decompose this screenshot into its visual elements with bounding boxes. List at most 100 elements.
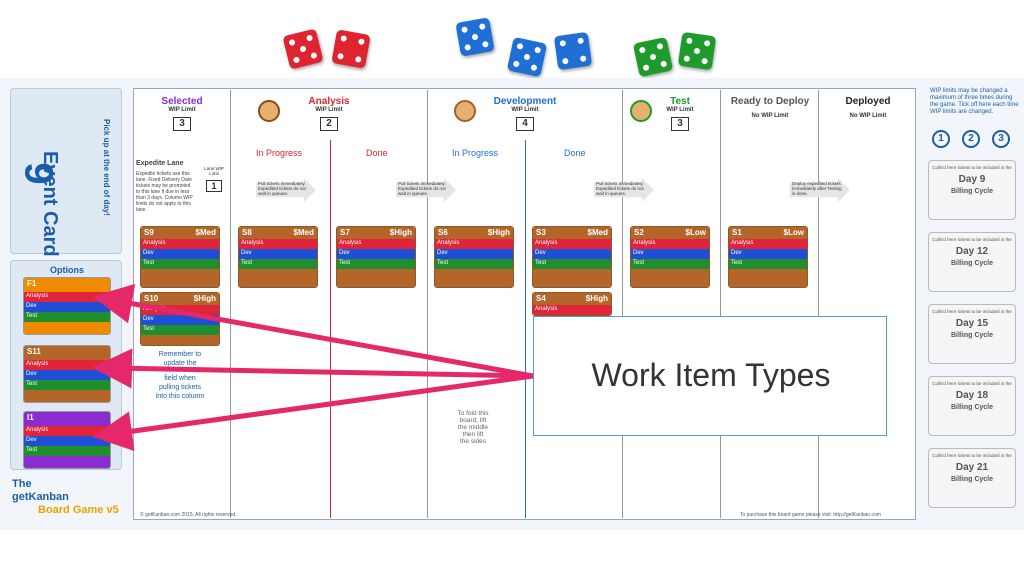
option-card-s11[interactable]: S11 Analysis Dev Test xyxy=(23,345,111,403)
divider-dev-mid xyxy=(525,140,526,518)
row-test: Test xyxy=(533,259,611,269)
collect-text: Collect here tickets to be included in t… xyxy=(932,453,1012,458)
right-panel: WIP limits may be changed a maximum of t… xyxy=(922,88,1022,520)
work-card-s3[interactable]: S3$Med Analysis Dev Test xyxy=(532,226,612,288)
analyst-avatar-icon xyxy=(258,100,280,122)
collect-text: Collect here tickets to be included in t… xyxy=(932,237,1012,242)
row-test: Test xyxy=(631,259,709,269)
column-title: Analysis xyxy=(308,96,350,107)
work-card-s8[interactable]: S8$Med Analysis Dev Test xyxy=(238,226,318,288)
blue-die-2 xyxy=(506,36,548,78)
copyright: © getKanban.com 2015. All rights reserve… xyxy=(140,512,237,518)
event-card-subtitle: Pick up at the end of day! xyxy=(102,119,111,216)
billing-day-9[interactable]: Collect here tickets to be included in t… xyxy=(928,160,1016,220)
column-test: Test WIP Limit 3 xyxy=(650,96,710,131)
dev-in-progress: In Progress xyxy=(452,148,499,158)
card-value: $High xyxy=(487,228,510,237)
column-wip-label: No WIP Limit xyxy=(751,113,789,119)
work-card-s6[interactable]: S6$High Analysis Dev Test xyxy=(434,226,514,288)
row-analysis: Analysis xyxy=(533,239,611,249)
row-dev: Dev xyxy=(24,302,110,312)
row-test: Test xyxy=(337,259,415,269)
work-card-s9[interactable]: S9$Med Analysis Dev Test xyxy=(140,226,220,288)
row-test: Test xyxy=(239,259,317,269)
purchase-link[interactable]: To purchase this board game please visit… xyxy=(740,512,881,518)
column-title: Development xyxy=(493,96,557,107)
card-value: $High xyxy=(193,294,216,303)
blue-die-1 xyxy=(455,17,495,57)
billing-label: Billing Cycle xyxy=(950,260,993,267)
row-analysis: Analysis xyxy=(631,239,709,249)
option-card-id: S11 xyxy=(24,346,110,360)
event-card[interactable]: 9 Event Card Pick up at the end of day! xyxy=(10,88,122,257)
expedite-arrow-text-2: Pull tickets immediately. Expedited tick… xyxy=(398,181,446,196)
row-dev: Dev xyxy=(631,249,709,259)
option-card-f1[interactable]: F1 Analysis Dev Test xyxy=(23,277,111,335)
billing-day-12[interactable]: Collect here tickets to be included in t… xyxy=(928,232,1016,292)
column-wip-label: WIP Limit xyxy=(666,107,694,113)
row-dev: Dev xyxy=(141,249,219,259)
work-card-s10[interactable]: S10$High Analysis Dev Test xyxy=(140,292,220,346)
logo-line-3: Board Game v5 xyxy=(38,504,119,516)
dev-done: Done xyxy=(564,148,586,158)
column-development: Development WIP Limit 4 xyxy=(478,96,572,131)
column-analysis: Analysis WIP Limit 2 xyxy=(282,96,376,131)
options-header: Options xyxy=(50,265,84,275)
row-dev: Dev xyxy=(337,249,415,259)
card-id: S6 xyxy=(438,228,448,237)
wip-limit-box[interactable]: 2 xyxy=(320,117,338,131)
red-die-1 xyxy=(282,28,324,70)
note-line: To fold this xyxy=(457,410,489,417)
work-card-s4[interactable]: S4$High Analysis xyxy=(532,292,612,316)
wip-change-tick-3[interactable]: 3 xyxy=(992,130,1010,148)
lane-wip-box[interactable]: 1 xyxy=(206,180,222,192)
divider-selected xyxy=(230,90,231,518)
day-label: Day 12 xyxy=(955,246,989,257)
column-wip-label: No WIP Limit xyxy=(849,113,887,119)
row-analysis: Analysis xyxy=(239,239,317,249)
work-card-s7[interactable]: S7$High Analysis Dev Test xyxy=(336,226,416,288)
card-value: $High xyxy=(389,228,412,237)
row-analysis: Analysis xyxy=(141,239,219,249)
note-line: into this column xyxy=(155,393,205,400)
work-card-s2[interactable]: S2$Low Analysis Dev Test xyxy=(630,226,710,288)
billing-day-21[interactable]: Collect here tickets to be included in t… xyxy=(928,448,1016,508)
row-analysis: Analysis xyxy=(337,239,415,249)
divider-ready xyxy=(818,90,819,518)
card-value: $Low xyxy=(685,228,706,237)
row-test: Test xyxy=(24,380,110,390)
row-test: Test xyxy=(141,259,219,269)
column-selected: Selected WIP Limit 3 xyxy=(140,96,224,131)
card-id: S1 xyxy=(732,228,742,237)
wip-change-tick-1[interactable]: 1 xyxy=(932,130,950,148)
wip-change-tick-2[interactable]: 2 xyxy=(962,130,980,148)
card-id: S8 xyxy=(242,228,252,237)
wip-limit-box[interactable]: 4 xyxy=(516,117,534,131)
row-dev: Dev xyxy=(533,249,611,259)
expedite-arrow-text-3: Pull tickets immediately. Expedited tick… xyxy=(596,181,644,196)
card-id: S9 xyxy=(144,228,154,237)
billing-day-15[interactable]: Collect here tickets to be included in t… xyxy=(928,304,1016,364)
developer-avatar-icon xyxy=(454,100,476,122)
row-analysis: Analysis xyxy=(141,305,219,315)
billing-label: Billing Cycle xyxy=(950,188,993,195)
red-die-2 xyxy=(331,29,371,69)
expedite-arrow-text-1: Pull tickets immediately. Expedited tick… xyxy=(258,181,306,196)
billing-day-18[interactable]: Collect here tickets to be included in t… xyxy=(928,376,1016,436)
expedite-arrow-text-4: Deploy expedited tickets immediately aft… xyxy=(792,181,842,196)
column-title: Selected xyxy=(161,96,203,107)
row-analysis: Analysis xyxy=(533,305,611,315)
logo-line-2: getKanban xyxy=(12,491,69,503)
row-test: Test xyxy=(729,259,807,269)
wip-limit-box[interactable]: 3 xyxy=(173,117,191,131)
work-card-s1[interactable]: S1$Low Analysis Dev Test xyxy=(728,226,808,288)
collect-text: Collect here tickets to be included in t… xyxy=(932,309,1012,314)
row-analysis: Analysis xyxy=(24,360,110,370)
wip-limit-box[interactable]: 3 xyxy=(671,117,689,131)
row-test: Test xyxy=(141,325,219,335)
day-label: Day 21 xyxy=(955,462,989,473)
row-dev: Dev xyxy=(24,436,110,446)
card-value: $Low xyxy=(783,228,804,237)
option-card-i1[interactable]: I1 Analysis Dev Test xyxy=(23,411,111,469)
column-title: Ready to Deploy xyxy=(730,96,810,107)
